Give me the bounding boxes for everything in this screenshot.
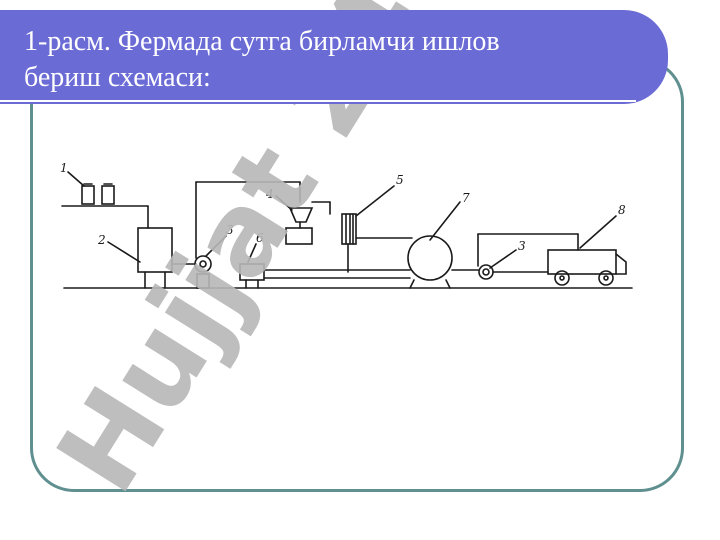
label-3-right: 3 <box>518 239 526 253</box>
heater-unit <box>239 263 265 281</box>
title-line-1: 1-расм. Фермада сутга бирламчи ишлов <box>24 26 500 57</box>
storage-tank <box>407 235 453 281</box>
receiving-tank <box>137 227 173 273</box>
label-8: 8 <box>618 203 626 217</box>
milk-truck <box>547 249 617 275</box>
separator <box>288 207 314 223</box>
label-4: 4 <box>265 187 274 201</box>
label-7: 7 <box>462 191 470 205</box>
milk-can-2 <box>101 185 115 205</box>
pump-left <box>194 255 212 273</box>
label-6: 6 <box>256 231 264 245</box>
title-bar: 1-расм. Фермада сутга бирламчи ишлов бер… <box>0 10 668 104</box>
label-3-left: 3 <box>226 223 234 237</box>
slide-frame <box>30 58 684 492</box>
title-underline <box>0 100 636 102</box>
milk-can-1 <box>81 185 95 205</box>
label-1: 1 <box>60 161 68 175</box>
label-2: 2 <box>97 233 106 247</box>
label-5: 5 <box>396 173 404 187</box>
slide-title: 1-расм. Фермада сутга бирламчи ишлов бер… <box>24 24 654 96</box>
title-line-2: бериш схемаси: <box>24 62 211 93</box>
cooler <box>341 213 357 245</box>
